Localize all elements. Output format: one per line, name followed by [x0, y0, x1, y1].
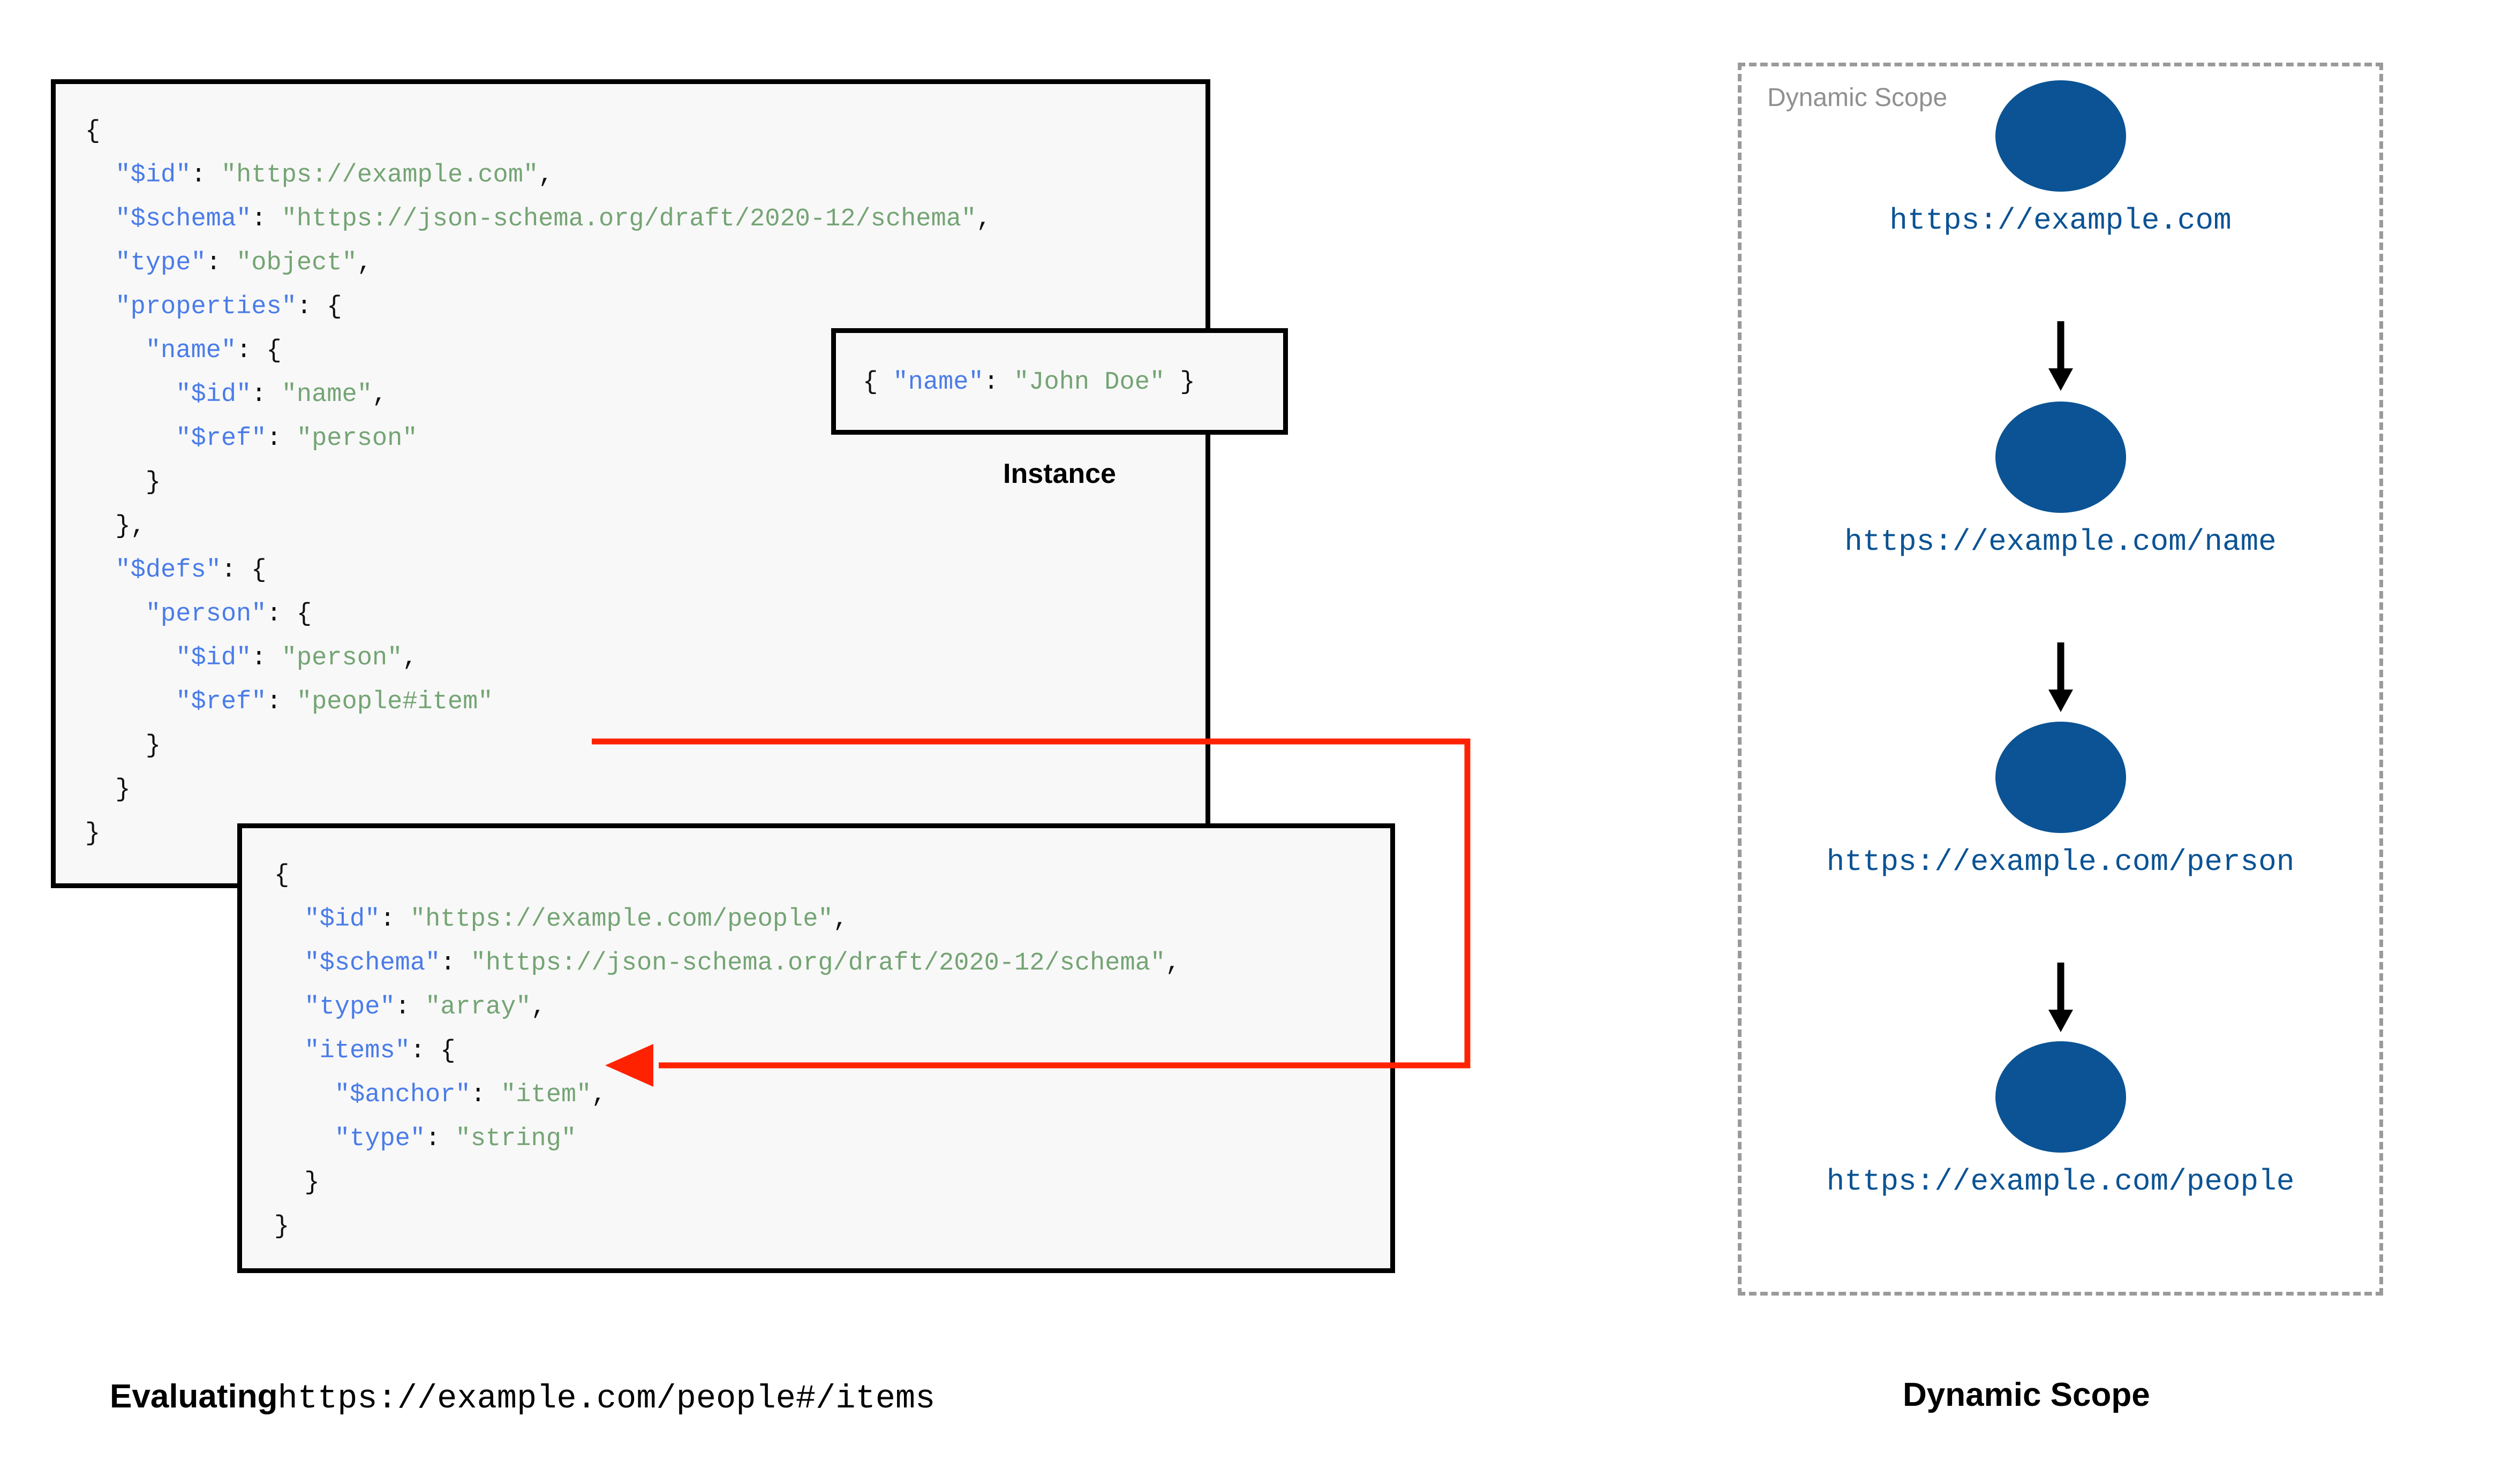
down-arrow-icon — [2048, 963, 2073, 1032]
evaluating-caption-bold: Evaluating — [110, 1378, 278, 1415]
people-schema-box: { "$id": "https://example.com/people", "… — [237, 823, 1395, 1273]
scope-node-3: https://example.com/people — [1738, 1041, 2383, 1199]
people-schema-code: { "$id": "https://example.com/people", "… — [274, 861, 1181, 1241]
scope-arrow-0 — [1738, 321, 2383, 392]
dynamic-scope-title: Dynamic Scope — [1767, 84, 1948, 112]
scope-url-1: https://example.com/name — [1844, 525, 2277, 559]
scope-url-2: https://example.com/person — [1826, 845, 2295, 879]
scope-node-1: https://example.com/name — [1738, 402, 2383, 559]
evaluating-caption: Evaluatinghttps://example.com/people#/it… — [110, 1377, 935, 1418]
down-arrow-icon — [2048, 321, 2073, 391]
scope-arrow-2 — [1738, 963, 2383, 1033]
instance-box: { "name": "John Doe" } — [831, 328, 1288, 435]
scope-circle-icon — [1995, 402, 2126, 513]
evaluating-caption-uri: https://example.com/people#/items — [277, 1380, 936, 1418]
instance-label: Instance — [1003, 458, 1116, 489]
down-arrow-icon — [2048, 642, 2073, 712]
dynamic-scope-caption: Dynamic Scope — [1903, 1376, 2150, 1413]
scope-url-3: https://example.com/people — [1826, 1164, 2295, 1199]
scope-url-0: https://example.com — [1889, 203, 2232, 238]
scope-circle-icon — [1995, 80, 2126, 192]
scope-node-0: https://example.com — [1738, 80, 2383, 238]
main-schema-code: { "$id": "https://example.com", "$schema… — [85, 117, 992, 848]
instance-code: { "name": "John Doe" } — [863, 368, 1195, 397]
scope-circle-icon — [1995, 1041, 2126, 1153]
scope-node-2: https://example.com/person — [1738, 722, 2383, 879]
scope-circle-icon — [1995, 722, 2126, 833]
scope-arrow-1 — [1738, 642, 2383, 713]
dynamic-scope-panel — [1738, 63, 2383, 1296]
